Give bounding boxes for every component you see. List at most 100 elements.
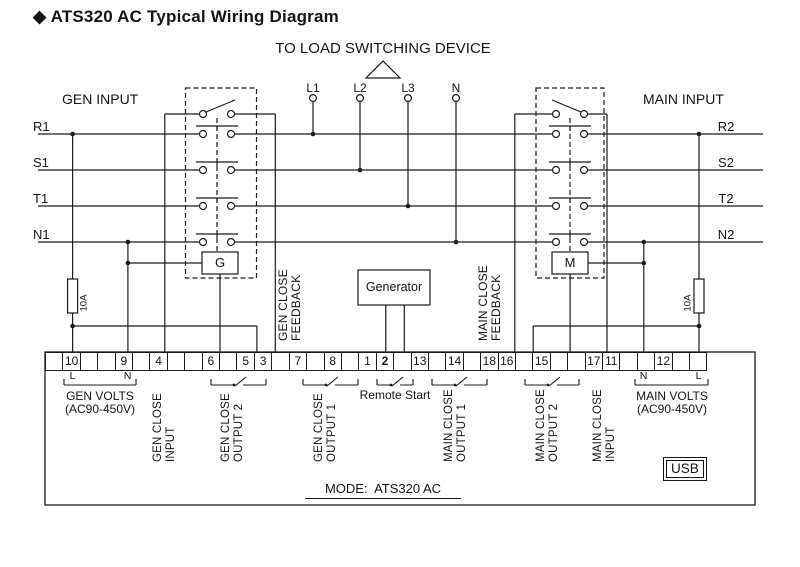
gen-close-input-wire (164, 113, 200, 352)
terminal-cell-5: 5 (236, 352, 255, 371)
terminal-brackets (63, 376, 709, 387)
title-text: ATS320 AC Typical Wiring Diagram (50, 7, 339, 26)
terminal-cell-7: 7 (288, 352, 308, 371)
bus-label-r1: R1 (33, 119, 50, 134)
bus-label-n1: N1 (33, 227, 50, 242)
generator-label: Generator (365, 280, 423, 294)
load-label-l3: L3 (401, 81, 415, 95)
terminal-cell-18: 18 (480, 352, 499, 371)
gen-output2-wire (72, 325, 258, 352)
terminal-cell-6: 6 (201, 352, 221, 371)
load-label-n: N (451, 81, 461, 95)
gen-volts-l-label: L (69, 370, 76, 382)
terminal-cell-blank (132, 352, 151, 371)
usb-label: USB (666, 460, 704, 478)
main-volts-label: MAIN VOLTS (636, 389, 708, 403)
terminal-cell-blank (79, 352, 99, 371)
terminal-cell-15: 15 (532, 352, 551, 371)
terminal-cell-blank (393, 352, 412, 371)
remote-start-wires (385, 305, 405, 352)
terminal-cell-blank (427, 352, 447, 371)
terminal-cell-blank (166, 352, 186, 371)
gen-close-input-label: GEN CLOSE INPUT (152, 393, 177, 462)
terminal-cell-blank (97, 352, 116, 371)
main-contactor (535, 87, 605, 279)
terminal-cell-blank (45, 352, 64, 371)
bus-label-r2: R2 (717, 119, 735, 134)
gen-output1-bracket (302, 376, 359, 387)
terminal-cell-2: 2 (375, 352, 395, 371)
load-label-l2: L2 (353, 81, 367, 95)
mode-label: MODE: ATS320 AC (305, 481, 461, 499)
gen-close-output2-label: GEN CLOSE OUTPUT 2 (220, 393, 245, 462)
terminal-cell-14: 14 (445, 352, 464, 371)
terminal-cell-4: 4 (149, 352, 168, 371)
terminal-cell-blank (514, 352, 534, 371)
gen-volts-label: GEN VOLTS (66, 389, 134, 403)
main-output2-wire (532, 325, 699, 352)
terminal-cell-12: 12 (654, 352, 673, 371)
main-fuse (693, 278, 705, 314)
bus-label-t1: T1 (33, 191, 49, 206)
gen-fuse-rating: 10A (78, 294, 90, 312)
gen-volts-n-label: N (123, 370, 132, 382)
main-close-input-wire (587, 113, 608, 352)
gen-volts-range: (AC90-450V) (64, 402, 136, 416)
terminal-cell-16: 16 (497, 352, 516, 371)
remote-start-bracket (376, 376, 414, 387)
gen-volts-bracket (63, 379, 137, 386)
gen-coil-label: G (214, 255, 226, 270)
main-volts-range: (AC90-450V) (636, 402, 708, 416)
usb-port: USB (663, 457, 707, 481)
terminal-cell-blank (671, 352, 691, 371)
gen-close-feedback-wire (234, 113, 276, 352)
terminal-cell-9: 9 (114, 352, 134, 371)
main-fuse-rating: 10A (682, 294, 694, 312)
generator (357, 269, 431, 352)
gen-fuse (66, 278, 79, 314)
main-input-header: MAIN INPUT (643, 91, 724, 107)
terminal-cell-8: 8 (323, 352, 342, 371)
terminal-cell-blank (636, 352, 656, 371)
main-output2-bracket (524, 376, 580, 387)
main-close-feedback-wire (514, 113, 553, 352)
terminal-cell-blank (462, 352, 482, 371)
bus-label-t2: T2 (718, 191, 734, 206)
terminal-cell-3: 3 (253, 352, 273, 371)
load-tap-lines (309, 93, 461, 242)
page-title: ◆ ATS320 AC Typical Wiring Diagram (33, 7, 339, 27)
terminal-cell-blank (340, 352, 360, 371)
terminal-cell-blank (567, 352, 586, 371)
bus-label-n2: N2 (717, 227, 735, 242)
gen-output2-bracket (210, 376, 267, 387)
main-close-feedback-label: MAIN CLOSE FEEDBACK (476, 264, 503, 341)
bus-lines (38, 133, 763, 243)
title-bullet-icon: ◆ (33, 7, 47, 26)
terminal-cell-1: 1 (358, 352, 377, 371)
gen-close-feedback-label: GEN CLOSE FEEDBACK (276, 269, 303, 341)
main-output1-bracket (431, 376, 488, 387)
terminal-cell-blank (689, 352, 708, 371)
terminal-cell-10: 10 (62, 352, 81, 371)
gen-close-output1-label: GEN CLOSE OUTPUT 1 (313, 393, 338, 462)
main-volts-l-label: L (695, 370, 702, 382)
bus-label-s2: S2 (718, 155, 734, 170)
gen-contactor (184, 87, 258, 279)
bus-label-s1: S1 (33, 155, 49, 170)
terminal-cell-blank (306, 352, 325, 371)
main-volts-bracket (634, 379, 709, 386)
terminal-cell-13: 13 (410, 352, 429, 371)
gen-side-wires (66, 113, 276, 352)
terminal-cell-blank (549, 352, 569, 371)
load-label-l1: L1 (306, 81, 320, 95)
main-coil-label: M (564, 255, 576, 270)
terminal-cell-blank (184, 352, 203, 371)
gen-aux-blade (205, 99, 236, 113)
load-arrow-icon (364, 60, 402, 79)
main-side-wires (514, 113, 705, 352)
main-close-input-label: MAIN CLOSE INPUT (592, 389, 617, 462)
junction-dots (70, 131, 702, 329)
terminal-cell-blank (619, 352, 638, 371)
